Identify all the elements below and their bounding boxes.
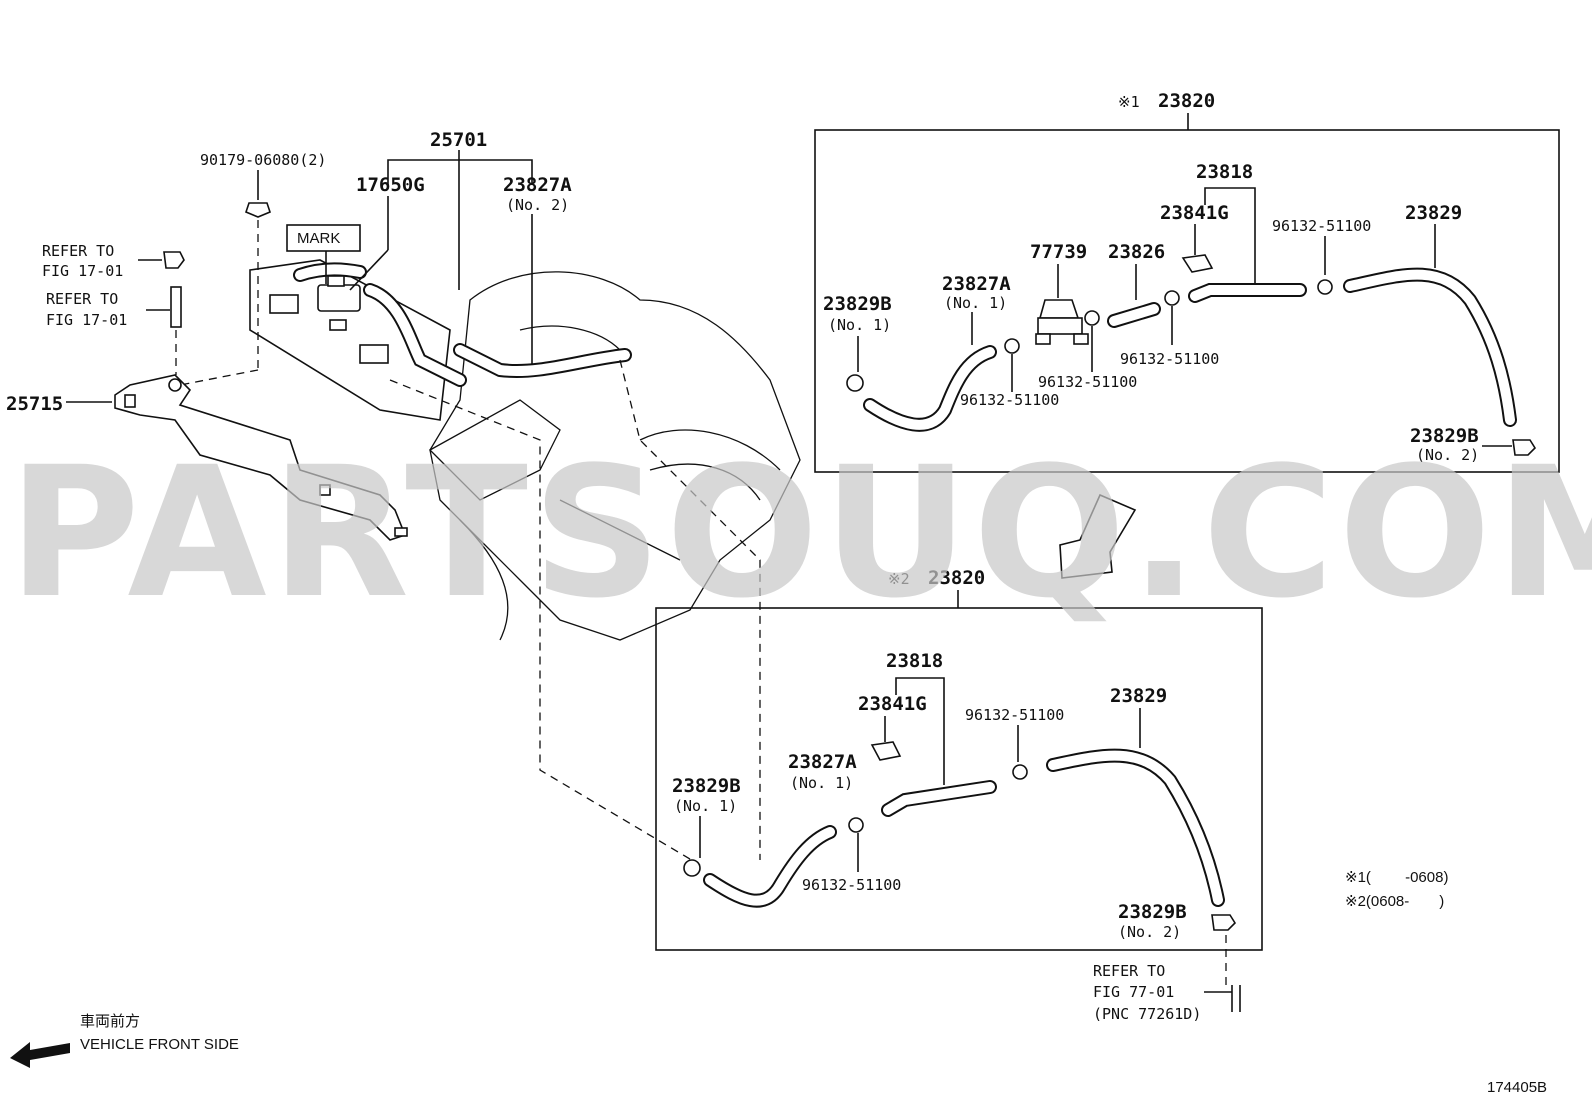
box2-label-23829b-no2: 23829B <box>1118 901 1187 923</box>
box1-clamp-icon <box>1317 279 1333 295</box>
label-23827a-no2-sub: (No. 2) <box>506 196 569 214</box>
label-25715: 25715 <box>6 393 63 415</box>
box2-label-23829b-no2-sub: (No. 2) <box>1118 923 1181 941</box>
box2-clamp-23829b-icon <box>683 859 701 877</box>
bracket-25715 <box>114 374 408 541</box>
refer-1-line1: REFER TO <box>42 242 114 260</box>
box1-label-23829b: 23829B <box>823 293 892 315</box>
box2-label-96132-top: 96132-51100 <box>965 706 1064 724</box>
vacuum-hose-left <box>293 262 632 387</box>
box2-clip-23841g-icon <box>870 741 902 761</box>
pipe-end-icon <box>1231 985 1241 1012</box>
label-17650g: 17650G <box>356 174 425 196</box>
box2-refer-line2: FIG 77-01 <box>1093 983 1174 1001</box>
box2-clamp-icon <box>1012 764 1028 780</box>
nut-icon <box>245 202 271 218</box>
refer-1-line2: FIG 17-01 <box>42 262 123 280</box>
box1-label-96132-a: 96132-51100 <box>960 391 1059 409</box>
label-23827a-no2: 23827A <box>503 174 572 196</box>
note-1: ※1( -0608) <box>1345 869 1448 886</box>
box1-title: 23820 <box>1158 90 1215 112</box>
down-arrow-icon <box>1059 493 1137 579</box>
box1-clamp-23829b-icon <box>846 374 864 392</box>
box1-clamp-icon <box>1084 310 1100 326</box>
mark-box: MARK <box>286 224 361 284</box>
box2-label-23829b: 23829B <box>672 775 741 797</box>
box1-label-23841g: 23841G <box>1160 202 1229 224</box>
box2-label-23818: 23818 <box>886 650 943 672</box>
mark-label: MARK <box>297 230 340 247</box>
box1-clamp-icon <box>1164 290 1180 306</box>
box1-filter-77739 <box>1035 299 1089 345</box>
box1-label-96132-top: 96132-51100 <box>1272 217 1371 235</box>
box1-clip-23841g-icon <box>1181 254 1214 273</box>
box2-title: 23820 <box>928 567 985 589</box>
box1-clamp-icon <box>1004 338 1020 354</box>
box1-label-23826: 23826 <box>1108 241 1165 263</box>
label-25701: 25701 <box>430 129 487 151</box>
box1-label-23827a-sub: (No. 1) <box>944 294 1007 312</box>
stud-bolt-icon <box>170 286 182 328</box>
box-2: ※2 23820 23818 23841G 96132-51100 23829 … <box>655 567 1263 951</box>
vehicle-front-label-jp: 車両前方 <box>80 1013 140 1030</box>
box1-label-96132-c: 96132-51100 <box>1120 350 1219 368</box>
box1-label-23818: 23818 <box>1196 161 1253 183</box>
box2-refer-line3: (PNC 77261D) <box>1093 1005 1201 1023</box>
refer-2-line2: FIG 17-01 <box>46 311 127 329</box>
refer-2-line1: REFER TO <box>46 290 118 308</box>
box1-label-23827a: 23827A <box>942 273 1011 295</box>
box1-label-96132-b: 96132-51100 <box>1038 373 1137 391</box>
box2-label-23829b-sub: (No. 1) <box>674 797 737 815</box>
box1-label-23829b-sub: (No. 1) <box>828 316 891 334</box>
box2-clamp-icon <box>848 817 864 833</box>
label-90179-06080: 90179-06080(2) <box>200 151 326 169</box>
box1-title-mark: ※1 <box>1118 93 1140 111</box>
vehicle-front-label-en: VEHICLE FRONT SIDE <box>80 1036 239 1053</box>
box2-label-96132-low: 96132-51100 <box>802 876 901 894</box>
box1-clamp-23829b2-icon <box>1512 439 1537 456</box>
box-1: ※1 23820 23818 23841G 96132-51100 23829 … <box>814 90 1560 473</box>
box1-label-77739: 77739 <box>1030 241 1087 263</box>
box2-refer-line1: REFER TO <box>1093 962 1165 980</box>
watermark: PARTSOUQ.COM <box>8 429 1592 638</box>
box2-label-23841g: 23841G <box>858 693 927 715</box>
note-2: ※2(0608- ) <box>1345 893 1444 910</box>
box2-clamp-23829b2-icon <box>1211 914 1237 931</box>
vehicle-front-arrow-icon <box>10 1042 70 1068</box>
box2-label-23829: 23829 <box>1110 685 1167 707</box>
box1-label-23829b-no2-sub: (No. 2) <box>1416 446 1479 464</box>
diagram-id: 174405B <box>1487 1079 1547 1096</box>
intake-bracket <box>249 259 451 421</box>
engine-outline <box>428 271 801 641</box>
box2-title-mark: ※2 <box>888 570 910 588</box>
nut-icon <box>163 251 185 269</box>
vsv-valve-17650g <box>317 275 361 312</box>
box2-label-23827a: 23827A <box>788 751 857 773</box>
box2-label-23827a-sub: (No. 1) <box>790 774 853 792</box>
box1-label-23829: 23829 <box>1405 202 1462 224</box>
box1-label-23829b-no2: 23829B <box>1410 425 1479 447</box>
